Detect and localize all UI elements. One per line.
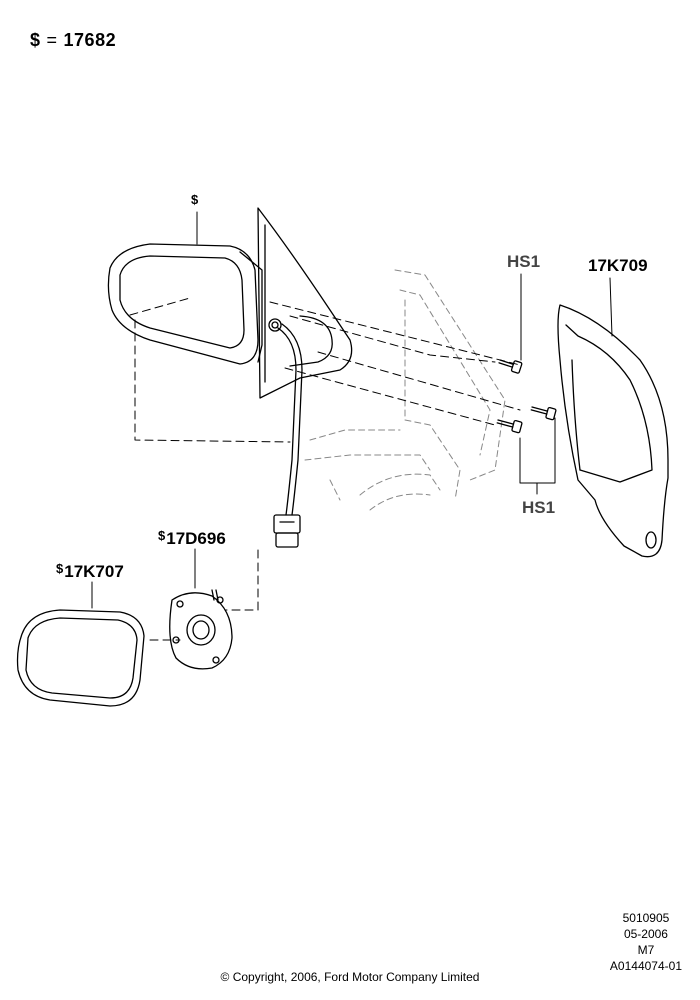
callout-hs1-bottom: HS1 (522, 498, 555, 518)
callout-hs1-top: HS1 (507, 252, 540, 272)
callout-cover: 17K709 (588, 256, 648, 276)
callout-mirror-assembly-symbol: $ (191, 192, 199, 207)
callout-hs1-top-label: HS1 (507, 252, 541, 271)
callout-motor-label: 17D696 (166, 529, 226, 548)
legend-equals: = (46, 30, 58, 50)
meta-drawing-number: A0144074-01 (609, 959, 682, 973)
leader-lines (91, 211, 613, 609)
drawing-metadata: 5010905 05-2006 M7 A0144074-01 (610, 910, 682, 974)
alignment-lines (129, 297, 521, 641)
wiring-harness (273, 323, 303, 548)
mirror-motor (169, 589, 233, 670)
screw-hs1-right (530, 406, 557, 421)
mirror-sail-bracket (257, 207, 353, 399)
meta-model: M7 (637, 943, 655, 957)
callout-hs1-bottom-label: HS1 (522, 498, 556, 517)
mirror-rear-cover (557, 304, 669, 558)
screw-hs1-lower (496, 419, 523, 434)
legend-value: 17682 (63, 30, 117, 50)
legend: $=17682 (30, 30, 116, 51)
callout-mirror-assembly: $ (191, 192, 199, 213)
legend-symbol: $ (30, 30, 41, 50)
copyright-notice: © Copyright, 2006, Ford Motor Company Li… (220, 970, 480, 984)
meta-ref: 5010905 (622, 911, 670, 925)
callout-glass-label: 17K707 (64, 562, 124, 581)
callout-glass: $17K707 (56, 561, 124, 582)
door-frame-outline (304, 269, 506, 511)
callout-motor: $17D696 (158, 528, 226, 549)
screw-hs1-top (498, 359, 523, 374)
callout-motor-symbol: $ (158, 528, 166, 543)
meta-date: 05-2006 (623, 927, 668, 941)
callout-cover-label: 17K709 (588, 256, 648, 275)
mirror-glass (16, 609, 145, 707)
mirror-housing (107, 243, 263, 365)
callout-glass-symbol: $ (56, 561, 64, 576)
